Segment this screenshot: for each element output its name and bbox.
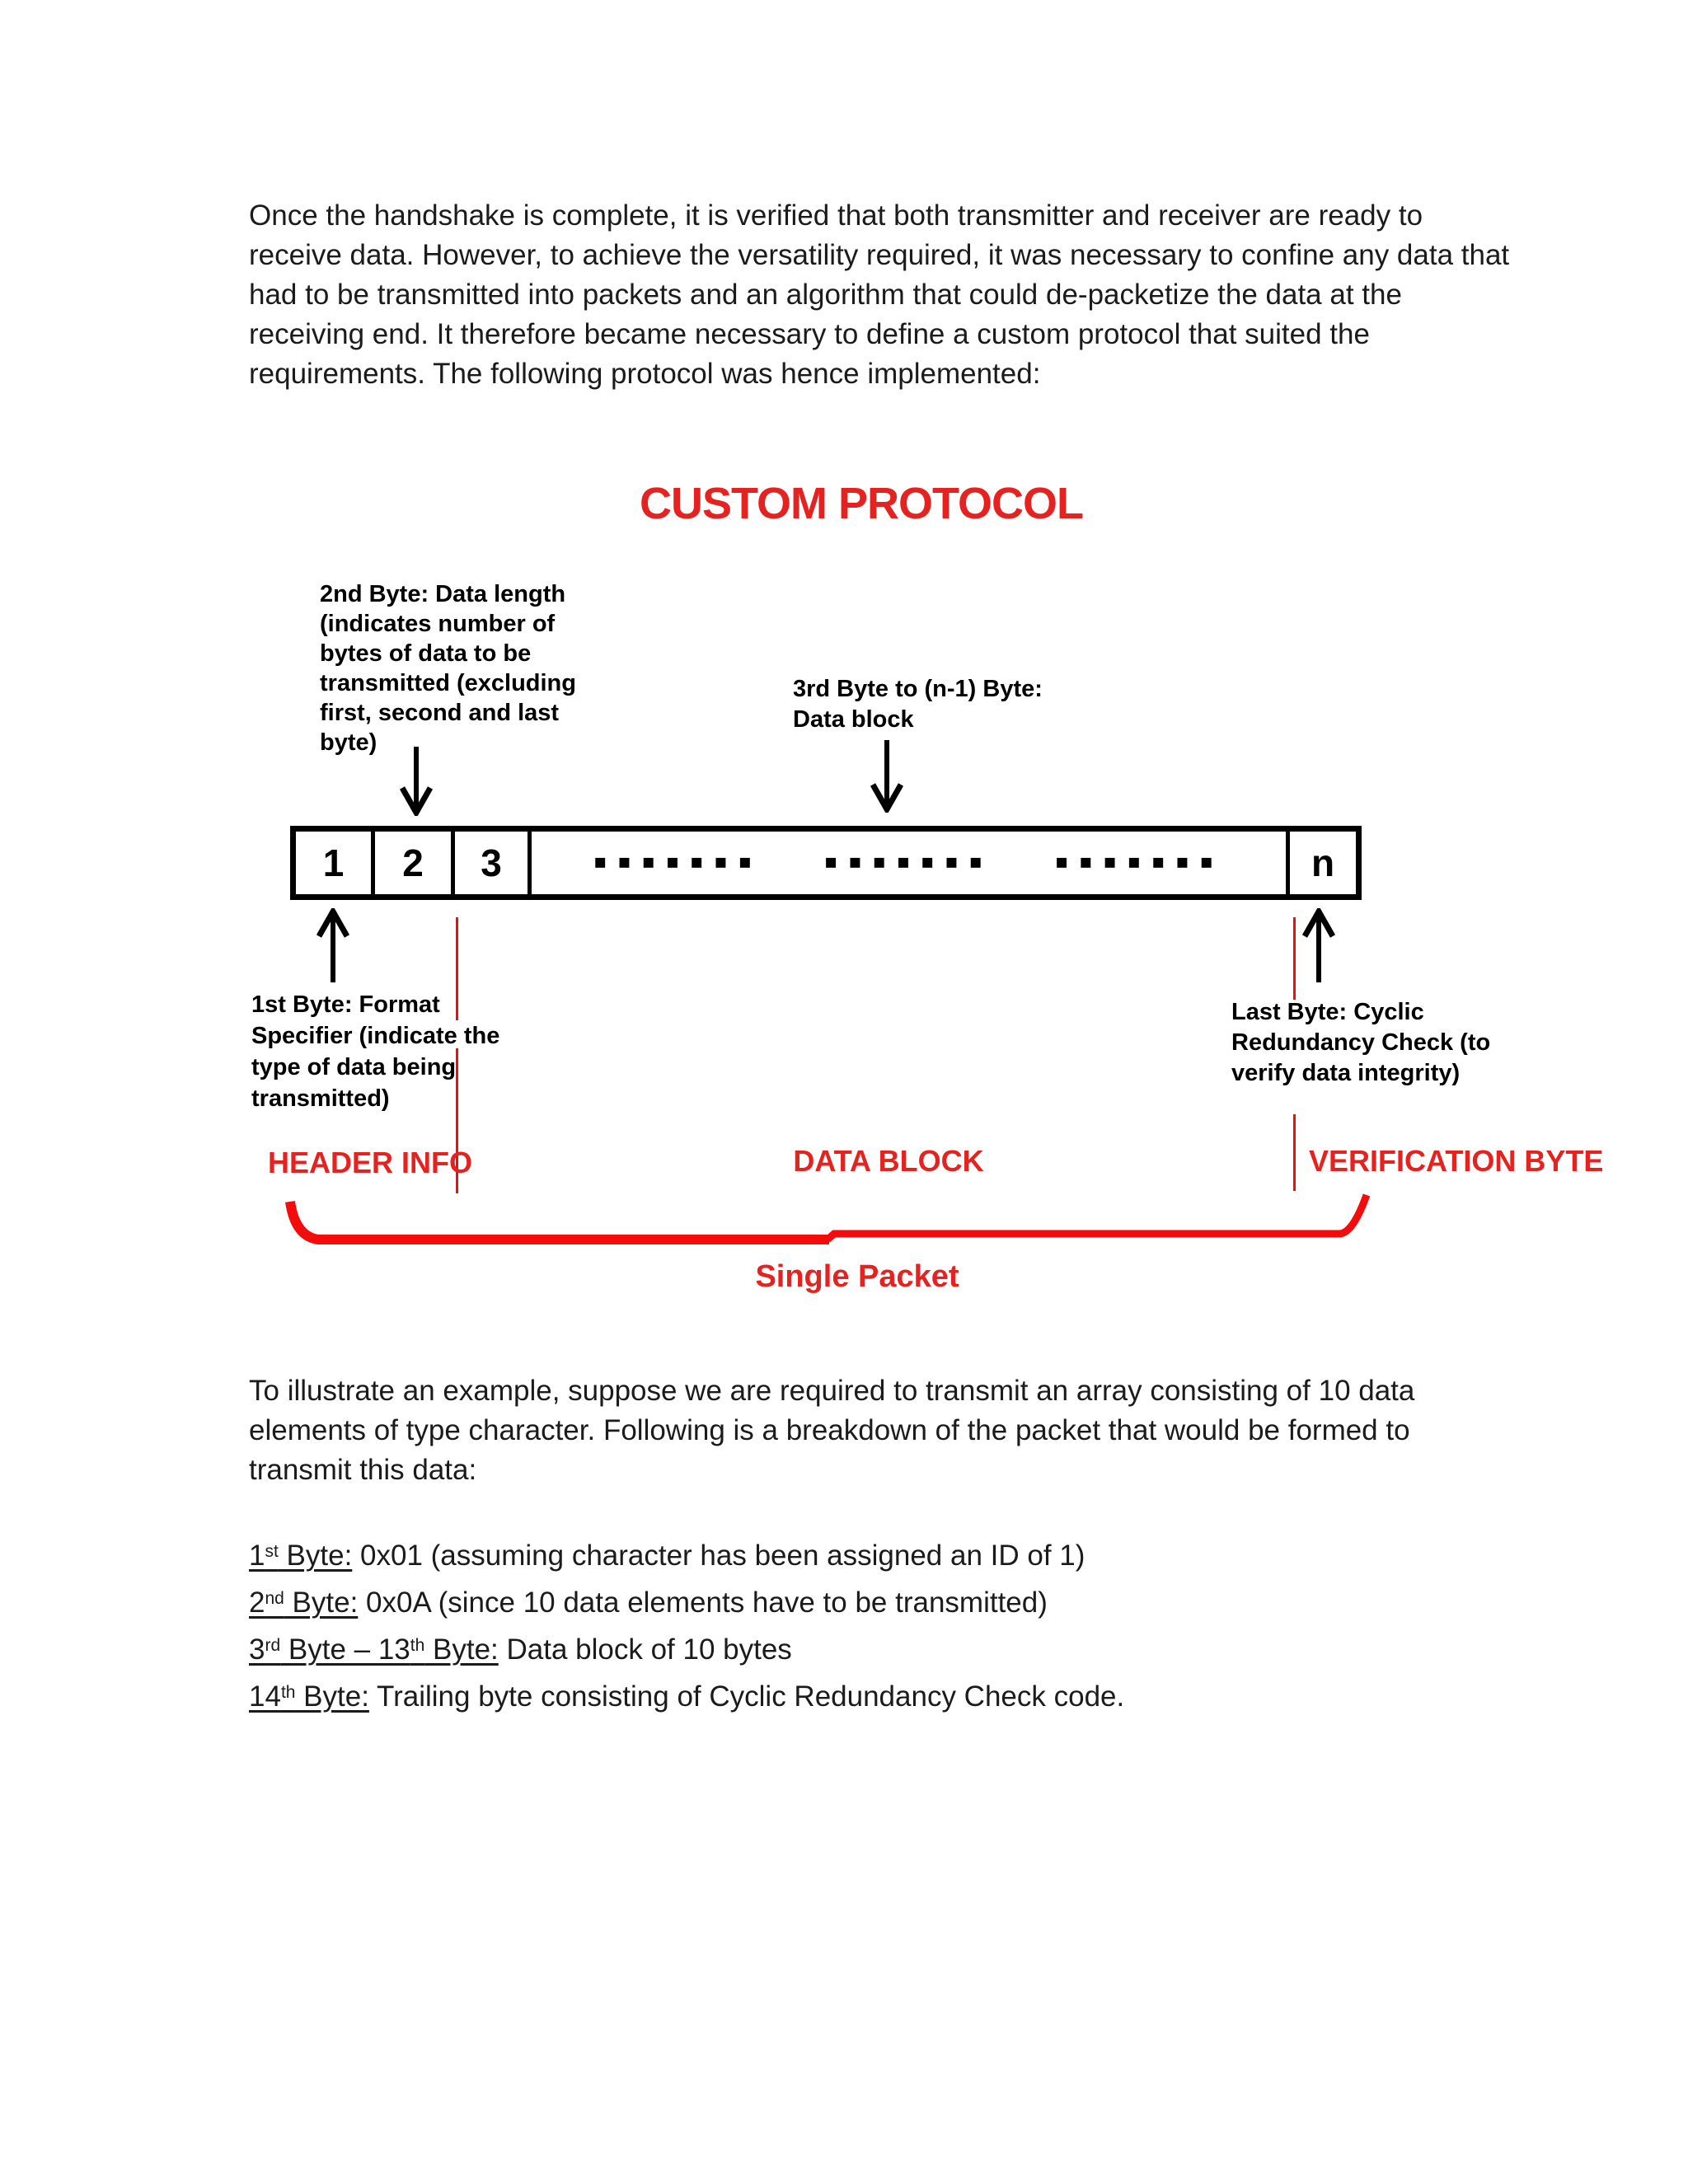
last-byte-label: Last Byte: Cyclic Redundancy Check (to v… [1231,997,1490,1089]
text-line: Data block [793,706,914,733]
second-byte-label: 2nd Byte: Data length (indicates number … [320,579,576,757]
text-line: elements of type character. Following is… [249,1414,1410,1446]
data-range-label: 3rd Byte to (n-1) Byte: Data block [793,674,1043,735]
text-line: Last Byte: Cyclic [1231,999,1424,1025]
verification-byte-label: VERIFICATION BYTE [1309,1144,1604,1178]
text-line: To illustrate an example, suppose we are… [249,1375,1415,1407]
text-line: byte) [320,729,377,756]
text-line: receive data. However, to achieve the ve… [249,239,1510,271]
dash-placeholder: ▪▪▪▪▪▪▪ [593,850,762,873]
text-line: type of data being [251,1054,457,1080]
byte-list-item: 14th Byte: Trailing byte consisting of C… [249,1675,1124,1722]
byte-breakdown-list: 1st Byte: 0x01 (assuming character has b… [249,1535,1124,1722]
text-line: first, second and last [320,700,560,726]
dash-placeholder: ▪▪▪▪▪▪▪ [824,850,993,873]
byte-desc: 0x0A (since 10 data elements have to be … [358,1586,1048,1619]
byte-cell-2: 2 [375,832,455,894]
intro-paragraph: Once the handshake is complete, it is ve… [249,196,1509,394]
down-arrow-icon [398,747,434,816]
byte-cell-n: n [1311,841,1335,884]
header-info-label: HEADER INFO [268,1146,473,1179]
single-packet-bracket [284,1188,1373,1254]
byte-list-item: 1st Byte: 0x01 (assuming character has b… [249,1535,1124,1582]
header-divider-line [456,917,458,1020]
text-line: Once the handshake is complete, it is ve… [249,199,1423,232]
byte-list-item: 2nd Byte: 0x0A (since 10 data elements h… [249,1582,1124,1629]
down-arrow-icon [869,740,905,813]
byte-desc: Data block of 10 bytes [498,1633,792,1666]
byte-cell-1: 1 [296,832,375,894]
text-line: Specifier (indicate the [251,1023,500,1049]
data-block-label: DATA BLOCK [793,1144,984,1178]
diagram-title: CUSTOM PROTOCOL [639,479,1084,528]
text-line: receiving end. It therefore became neces… [249,318,1370,350]
text-line: transmitted (excluding [320,670,576,696]
byte-desc: Trailing byte consisting of Cyclic Redun… [368,1680,1125,1713]
up-arrow-icon [1301,908,1337,982]
text-line: Redundancy Check (to [1231,1029,1491,1056]
dash-placeholder: ▪▪▪▪▪▪▪ [1055,850,1224,873]
text-line: transmit this data: [249,1454,477,1486]
text-line: (indicates number of [320,611,556,637]
byte-list-item: 3rd Byte – 13th Byte: Data block of 10 b… [249,1629,1124,1675]
header-divider-line [456,1048,458,1193]
byte-label: 14th Byte: [249,1680,369,1713]
byte-label: 3rd Byte – 13th Byte: [249,1633,499,1666]
byte-label: 1st Byte: [249,1540,353,1572]
first-byte-label: 1st Byte: Format Specifier (indicate the… [251,989,499,1114]
single-packet-label: Single Packet [755,1259,959,1294]
example-paragraph: To illustrate an example, suppose we are… [249,1371,1414,1490]
text-line: verify data integrity) [1231,1060,1461,1086]
byte-cell-3: 3 [455,832,532,894]
verification-divider-line [1293,1114,1296,1191]
packet-byte-row: 1 2 3 ▪▪▪▪▪▪▪ ▪▪▪▪▪▪▪ ▪▪▪▪▪▪▪ n [290,826,1362,900]
text-line: transmitted) [251,1085,390,1112]
text-line: bytes of data to be [320,640,532,667]
byte-label: 2nd Byte: [249,1586,359,1619]
verification-divider-line [1293,917,1296,1000]
byte-cell-data-block: ▪▪▪▪▪▪▪ ▪▪▪▪▪▪▪ ▪▪▪▪▪▪▪ [532,832,1290,894]
byte-desc: 0x01 (assuming character has been assign… [352,1540,1085,1572]
text-line: 2nd Byte: Data length [320,581,566,607]
up-arrow-icon [315,908,351,982]
text-line: requirements. The following protocol was… [249,358,1041,390]
text-line: had to be transmitted into packets and a… [249,279,1402,311]
text-line: 1st Byte: Format [251,991,440,1018]
text-line: 3rd Byte to (n-1) Byte: [793,676,1043,702]
